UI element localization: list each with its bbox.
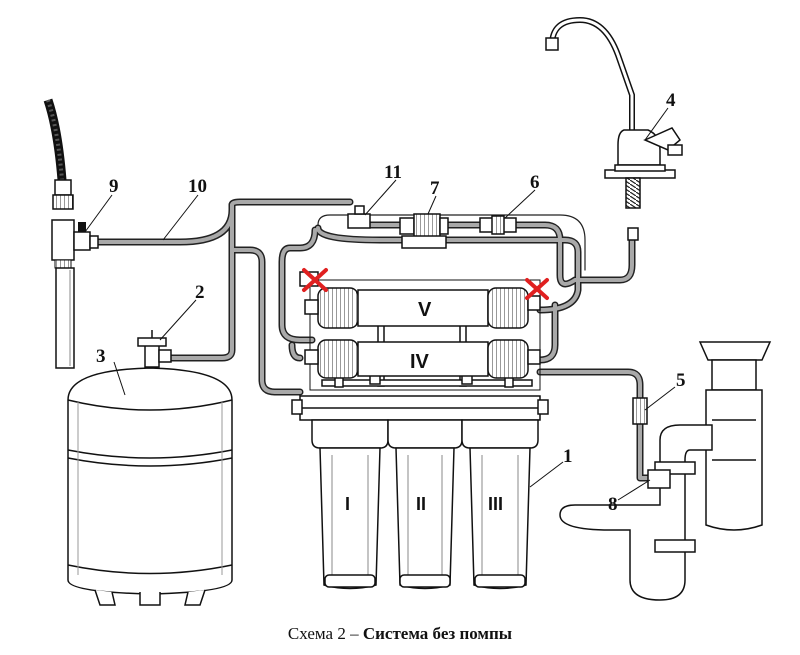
label-membrane-v: V <box>418 299 432 321</box>
figure-caption: Схема 2 – Система без помпы <box>0 624 800 644</box>
callout-6: 6 <box>530 172 540 193</box>
cross-mark-icon <box>525 278 549 300</box>
callout-11: 11 <box>384 162 402 183</box>
callout-numbers: 1 2 3 4 5 6 7 8 9 10 11 <box>96 90 686 515</box>
caption-title: Система без помпы <box>362 624 513 643</box>
callout-3: 3 <box>96 346 106 367</box>
callout-2: 2 <box>195 282 205 303</box>
callout-5: 5 <box>676 370 686 391</box>
callout-10: 10 <box>188 176 207 197</box>
callout-leaders <box>84 107 676 501</box>
label-postfilter-iv: IV <box>410 351 430 373</box>
label-housing-iii: III <box>488 494 503 514</box>
label-housing-ii: II <box>416 494 426 514</box>
inline-components <box>347 205 517 249</box>
label-housing-i: I <box>345 494 350 514</box>
post-filter-iv <box>304 339 541 379</box>
stage-labels: V IV I II III <box>345 299 503 514</box>
housing-i <box>311 419 389 590</box>
callout-9: 9 <box>109 176 119 197</box>
storage-tank <box>67 330 233 606</box>
housing-iii <box>461 419 539 590</box>
callout-1: 1 <box>563 446 573 467</box>
tubing <box>91 198 659 482</box>
caption-prefix: Схема 2 – <box>287 624 359 643</box>
tap-icon <box>545 16 683 241</box>
callout-8: 8 <box>608 494 618 515</box>
callout-4: 4 <box>666 90 676 111</box>
housing-ii <box>387 419 463 590</box>
cross-mark-icon <box>302 268 328 292</box>
feed-hose <box>43 98 99 369</box>
callout-7: 7 <box>430 178 440 199</box>
membrane-housing-v <box>299 271 541 329</box>
prefilter-manifold <box>291 395 549 421</box>
drain-assembly <box>559 341 772 601</box>
